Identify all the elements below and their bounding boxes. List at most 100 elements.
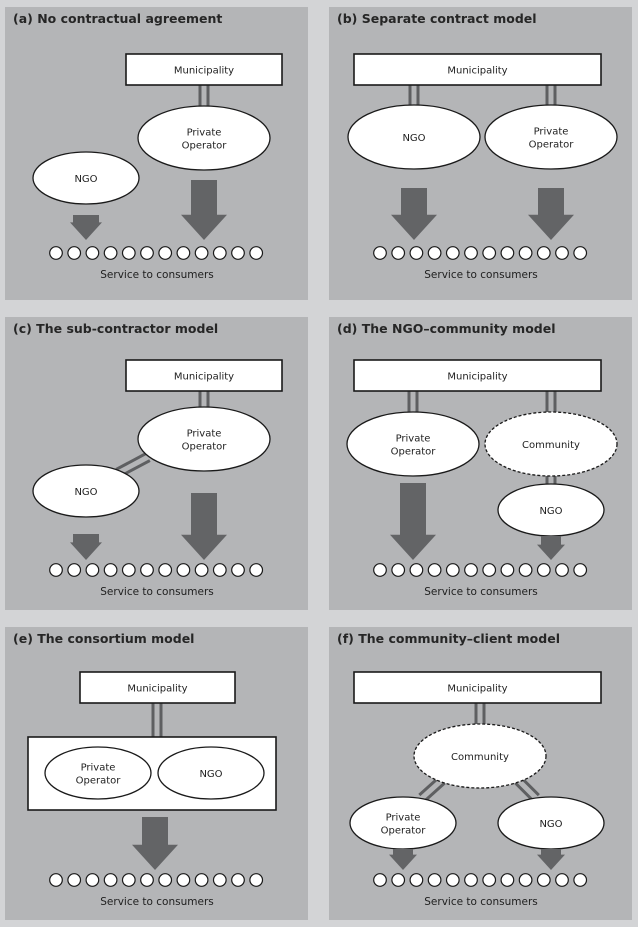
node-label: Municipality — [447, 684, 507, 695]
consumer-circle — [176, 246, 191, 260]
panel-title: (a) No contractual agreement — [13, 11, 222, 26]
panel-title: (d) The NGO–community model — [337, 321, 556, 336]
consumer-circle — [67, 563, 82, 577]
consumer-circle — [85, 246, 100, 260]
consumer-circle — [409, 563, 424, 577]
node-label: NGO — [74, 174, 97, 185]
node-label: Operator — [182, 141, 228, 152]
consumer-circle — [536, 873, 551, 887]
consumer-circle — [249, 873, 264, 887]
consumer-circle — [536, 246, 551, 260]
panel-b-canvas: (b) Separate contract modelMunicipalityN… — [337, 11, 618, 281]
service-arrow — [181, 180, 227, 240]
consumer-circle — [573, 563, 588, 577]
consumer-circle — [67, 873, 82, 887]
consumer-circle — [555, 563, 569, 577]
node-label: Operator — [391, 447, 437, 458]
service-arrow — [70, 215, 102, 240]
consumers-label: Service to consumers — [100, 269, 213, 281]
consumer-circle — [464, 873, 478, 887]
service-arrow — [70, 534, 102, 560]
node-label: Operator — [381, 826, 427, 837]
node-label: NGO — [199, 769, 222, 780]
municipality-node: Municipality — [353, 671, 602, 704]
consumer-circle — [482, 246, 497, 260]
consumer-circle — [194, 246, 209, 260]
consumer-circle — [518, 563, 533, 577]
consumer-circle — [212, 873, 227, 887]
consumer-circle — [158, 246, 173, 260]
consumer-circle — [231, 563, 245, 577]
consumer-circle — [482, 873, 497, 887]
consumer-circle — [49, 873, 63, 887]
consumer-circle — [194, 873, 209, 887]
consumer-circle — [409, 246, 424, 260]
contract-link — [198, 391, 210, 408]
consumer-circle — [500, 563, 515, 577]
consumers-label: Service to consumers — [100, 586, 213, 598]
contract-link — [198, 85, 210, 107]
municipality-node: Municipality — [125, 359, 283, 392]
panel-title: (f) The community–client model — [337, 631, 560, 646]
consumer-circle — [500, 246, 515, 260]
consumer-circle — [140, 563, 154, 577]
contract-link — [474, 703, 486, 724]
consumer-circle — [103, 873, 118, 887]
node-label: Municipality — [447, 66, 507, 77]
consumer-circle — [249, 563, 264, 577]
consumer-circle — [573, 873, 588, 887]
consumers-row — [373, 873, 588, 887]
consumer-circle — [427, 873, 442, 887]
consumer-circle — [427, 563, 442, 577]
consumer-circle — [464, 246, 478, 260]
consumer-circle — [249, 246, 264, 260]
contract-link — [408, 85, 420, 105]
service-arrow — [391, 188, 437, 240]
node-label: Municipality — [174, 372, 234, 383]
municipality-node: Municipality — [353, 359, 602, 392]
consumer-circle — [500, 873, 515, 887]
node-label: Municipality — [127, 684, 187, 695]
consumers-label: Service to consumers — [424, 896, 537, 908]
consumer-circle — [121, 246, 136, 260]
node-label: Private — [187, 429, 222, 440]
consumer-circle — [140, 873, 154, 887]
node-label: Private — [81, 763, 116, 774]
ngo-node: NGO — [347, 104, 481, 170]
node-label: Operator — [76, 776, 122, 787]
node-label: NGO — [539, 819, 562, 830]
consumer-circle — [158, 563, 173, 577]
service-arrow — [181, 493, 227, 560]
consumer-circle — [121, 563, 136, 577]
panel-title: (b) Separate contract model — [337, 11, 537, 26]
consumer-circle — [103, 563, 118, 577]
consumer-circle — [536, 563, 551, 577]
contract-link — [545, 85, 557, 105]
consumer-circle — [231, 873, 245, 887]
service-arrow — [528, 188, 574, 240]
node-label: Operator — [182, 442, 228, 453]
consumer-circle — [445, 246, 460, 260]
consumer-circle — [482, 563, 497, 577]
municipality-node: Municipality — [79, 671, 236, 704]
contract-link — [407, 391, 419, 412]
consumers-row — [373, 246, 588, 260]
consumers-row — [49, 563, 264, 577]
consumer-circle — [409, 873, 424, 887]
node-label: Private — [187, 128, 222, 139]
node-label: NGO — [74, 487, 97, 498]
community-node: Community — [413, 723, 547, 789]
ngo-node: NGO — [497, 796, 605, 850]
node-label: Operator — [529, 140, 575, 151]
consumers-label: Service to consumers — [100, 896, 213, 908]
panel-a-canvas: (a) No contractual agreementMunicipality… — [13, 11, 283, 281]
consumer-circle — [49, 563, 63, 577]
